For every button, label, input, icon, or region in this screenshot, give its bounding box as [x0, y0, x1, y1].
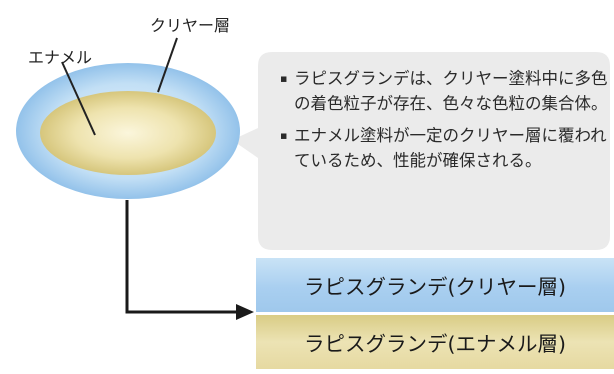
bubble-bullet-item: ▪ ラピスグランデは、クリヤー塗料中に多色の着色粒子が存在、色々な色粒の集合体。: [278, 66, 608, 116]
enamel-label: エナメル: [28, 48, 93, 67]
clear-layer-leader-line: [157, 37, 178, 93]
speech-bubble: [232, 52, 610, 250]
clear-layer-label: クリヤー層: [150, 16, 231, 35]
enamel-layer-band-label: ラピスグランデ(エナメル層): [304, 332, 566, 356]
bullet-icon: ▪: [280, 72, 288, 85]
enamel-leader-line: [61, 61, 96, 136]
arrow-head-icon: [236, 304, 254, 320]
clear-layer-band-label: ラピスグランデ(クリヤー層): [304, 275, 566, 299]
bubble-text: ▪ ラピスグランデは、クリヤー塗料中に多色の着色粒子が存在、色々な色粒の集合体。…: [278, 66, 608, 180]
bubble-item-text: ラピスグランデは、クリヤー塗料中に多色の着色粒子が存在、色々な色粒の集合体。: [294, 69, 608, 113]
arrow-connector: [125, 200, 238, 314]
bullet-icon: ▪: [280, 129, 288, 142]
clear-layer-band: ラピスグランデ(クリヤー層): [256, 258, 614, 312]
bubble-item-text: エナメル塗料が一定のクリヤー層に覆われているため、性能が確保される。: [294, 126, 607, 170]
enamel-layer-band: ラピスグランデ(エナメル層): [256, 315, 614, 369]
bubble-bullet-item: ▪ エナメル塗料が一定のクリヤー層に覆われているため、性能が確保される。: [278, 123, 608, 173]
enamel-ellipse: [40, 91, 216, 175]
